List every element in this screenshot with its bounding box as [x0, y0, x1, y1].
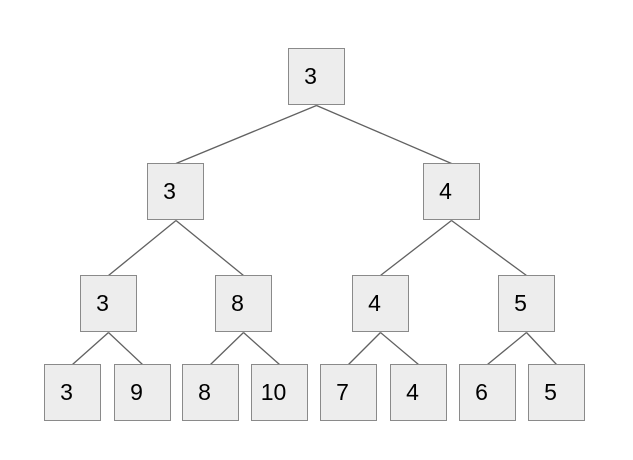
node-value: 4: [439, 178, 452, 204]
node-value: 5: [514, 290, 527, 316]
tree-leaf-3: 8: [182, 364, 239, 421]
tree-node-l3-1: 3: [80, 275, 137, 332]
node-value: 8: [231, 290, 244, 316]
edge-l3a-left: [72, 332, 109, 365]
tree-node-l2-left: 3: [147, 163, 204, 220]
node-value: 3: [304, 63, 317, 89]
node-value: 4: [368, 290, 381, 316]
tree-leaf-6: 4: [390, 364, 447, 421]
node-value: 3: [60, 379, 73, 405]
tree-leaf-7: 6: [459, 364, 516, 421]
tree-leaf-2: 9: [114, 364, 171, 421]
node-value: 4: [406, 379, 419, 405]
edge-l3c-left: [348, 332, 381, 365]
node-value: 8: [198, 379, 211, 405]
node-value: 3: [96, 290, 109, 316]
node-value: 3: [163, 178, 176, 204]
edge-l3a-right: [108, 332, 143, 365]
edge-l3c-right: [380, 332, 419, 365]
node-value: 10: [260, 379, 287, 405]
edge-l3d-right: [526, 332, 557, 365]
edge-l2a-left: [108, 219, 177, 277]
tree-leaf-4: 10: [251, 364, 308, 421]
node-value: 9: [130, 379, 143, 405]
edge-l3b-right: [243, 332, 280, 365]
edge-l3b-left: [210, 332, 244, 365]
tree-leaf-8: 5: [528, 364, 585, 421]
edge-l3d-left: [487, 331, 527, 366]
tree-leaf-5: 7: [320, 364, 377, 421]
node-value: 7: [336, 379, 349, 405]
edge-l2a-right: [175, 219, 244, 277]
tree-leaf-1: 3: [44, 364, 101, 421]
tree-node-l3-4: 5: [498, 275, 555, 332]
edge-l2b-right: [451, 219, 527, 277]
tree-node-root: 3: [288, 48, 345, 105]
edge-root-left: [175, 104, 317, 165]
tree-node-l2-right: 4: [423, 163, 480, 220]
edge-root-right: [316, 104, 452, 165]
edge-l2b-left: [380, 219, 452, 277]
node-value: 6: [475, 379, 488, 405]
tree-node-l3-3: 4: [352, 275, 409, 332]
node-value: 5: [544, 379, 557, 405]
tree-node-l3-2: 8: [215, 275, 272, 332]
